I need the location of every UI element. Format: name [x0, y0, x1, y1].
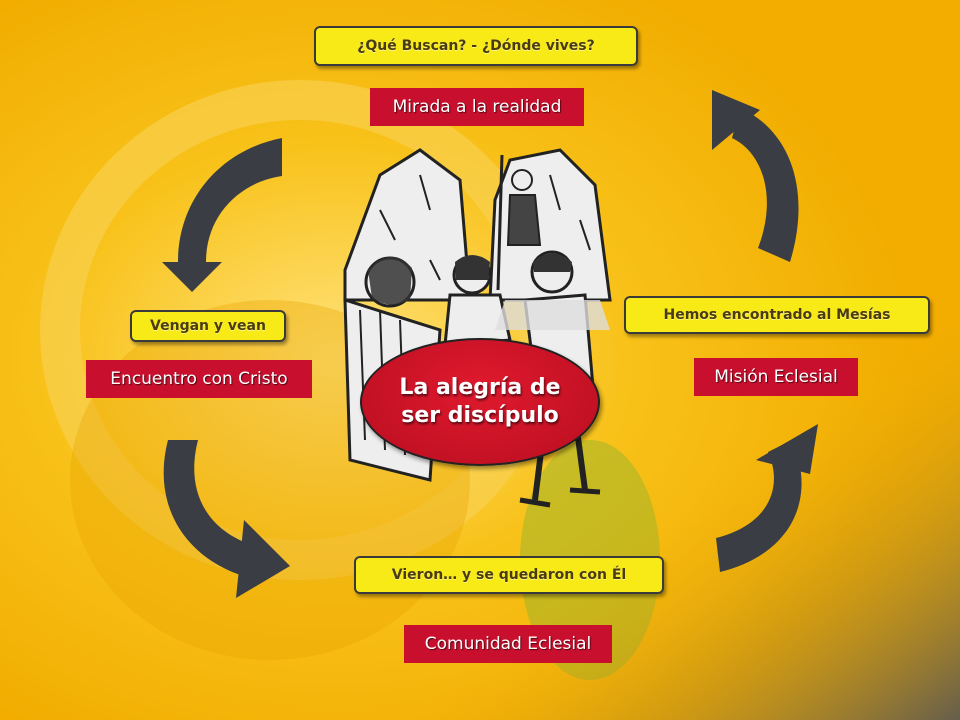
center-line-1: La alegría de	[399, 375, 561, 400]
arrow-bottom-right-head-icon	[756, 424, 818, 474]
arrow-bottom-left-head-icon	[236, 520, 290, 598]
top-title-box: Mirada a la realidad	[370, 88, 584, 126]
arrow-bottom-right-icon	[716, 440, 802, 572]
right-question-label: Hemos encontrado al Mesías	[624, 296, 930, 334]
arrow-top-right-icon	[732, 108, 799, 262]
top-question-label: ¿Qué Buscan? - ¿Dónde vives?	[314, 26, 638, 66]
left-question-label: Vengan y vean	[130, 310, 286, 342]
left-title-box: Encuentro con Cristo	[86, 360, 312, 398]
arrow-top-left-head-icon	[162, 262, 222, 292]
center-ellipse: La alegría de ser discípulo	[360, 338, 600, 466]
arrow-top-right-head-icon	[712, 90, 760, 150]
cycle-arrows	[162, 90, 818, 598]
center-line-2: ser discípulo	[401, 403, 559, 428]
bottom-title-box: Comunidad Eclesial	[404, 625, 612, 663]
right-title-box: Misión Eclesial	[694, 358, 858, 396]
center-text: La alegría de ser discípulo	[399, 374, 560, 430]
arrow-top-left-icon	[178, 138, 282, 262]
arrow-bottom-left-icon	[163, 440, 262, 580]
bottom-question-label: Vieron… y se quedaron con Él	[354, 556, 664, 594]
